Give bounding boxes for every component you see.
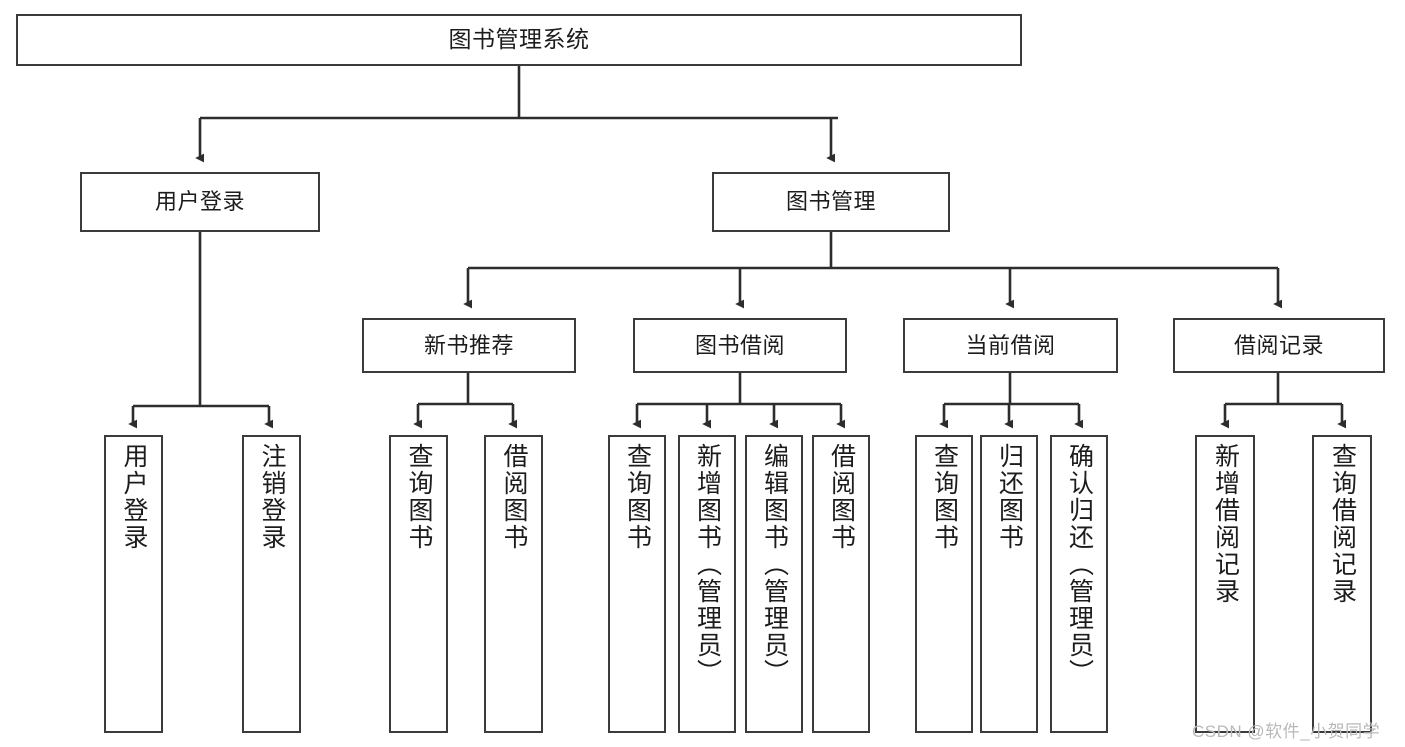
node-borrow-record[interactable]: 借阅记录 [1173,318,1385,373]
node-leaf-query-borrow-record[interactable]: 查询借阅记录 [1312,435,1372,733]
node-label: 当前借阅 [965,332,1056,358]
node-leaf-user-login[interactable]: 用户登录 [104,435,163,733]
node-leaf-borrow-book-1[interactable]: 借阅图书 [484,435,543,733]
node-leaf-logout-login[interactable]: 注销登录 [242,435,301,733]
node-label: 确认归还（管理员） [1065,443,1094,686]
node-label: 图书管理系统 [448,26,590,53]
node-leaf-add-borrow-record[interactable]: 新增借阅记录 [1195,435,1255,733]
node-label: 查询图书 [623,443,652,551]
node-label: 查询图书 [930,443,959,551]
node-label: 借阅记录 [1233,332,1324,358]
node-label: 注销登录 [258,443,286,551]
node-label: 用户登录 [120,443,148,551]
node-leaf-query-book-2[interactable]: 查询图书 [608,435,666,733]
node-leaf-query-book-3[interactable]: 查询图书 [915,435,973,733]
node-root-system[interactable]: 图书管理系统 [16,14,1022,66]
node-label: 编辑图书（管理员） [760,443,789,686]
node-label: 借阅图书 [827,443,856,551]
node-label: 图书管理 [785,189,876,215]
node-label: 查询图书 [405,443,433,551]
node-book-management[interactable]: 图书管理 [712,172,950,232]
node-label: 新增借阅记录 [1211,443,1240,605]
node-book-borrow[interactable]: 图书借阅 [633,318,847,373]
node-label: 新增图书（管理员） [693,443,722,686]
node-leaf-borrow-book-2[interactable]: 借阅图书 [812,435,870,733]
node-label: 新书推荐 [423,332,514,358]
node-leaf-edit-book[interactable]: 编辑图书（管理员） [745,435,803,733]
watermark: CSDN @软件_小贺同学 [1192,722,1381,741]
node-label: 图书借阅 [694,332,785,358]
node-current-borrow[interactable]: 当前借阅 [903,318,1118,373]
node-label: 用户登录 [154,189,245,215]
node-leaf-confirm-return[interactable]: 确认归还（管理员） [1050,435,1108,733]
node-leaf-add-book[interactable]: 新增图书（管理员） [678,435,736,733]
node-label: 查询借阅记录 [1328,443,1357,605]
node-leaf-query-book-1[interactable]: 查询图书 [389,435,448,733]
node-user-login[interactable]: 用户登录 [80,172,320,232]
node-new-book-recommend[interactable]: 新书推荐 [362,318,576,373]
node-leaf-return-book[interactable]: 归还图书 [980,435,1038,733]
node-label: 归还图书 [995,443,1024,551]
node-label: 借阅图书 [500,443,528,551]
